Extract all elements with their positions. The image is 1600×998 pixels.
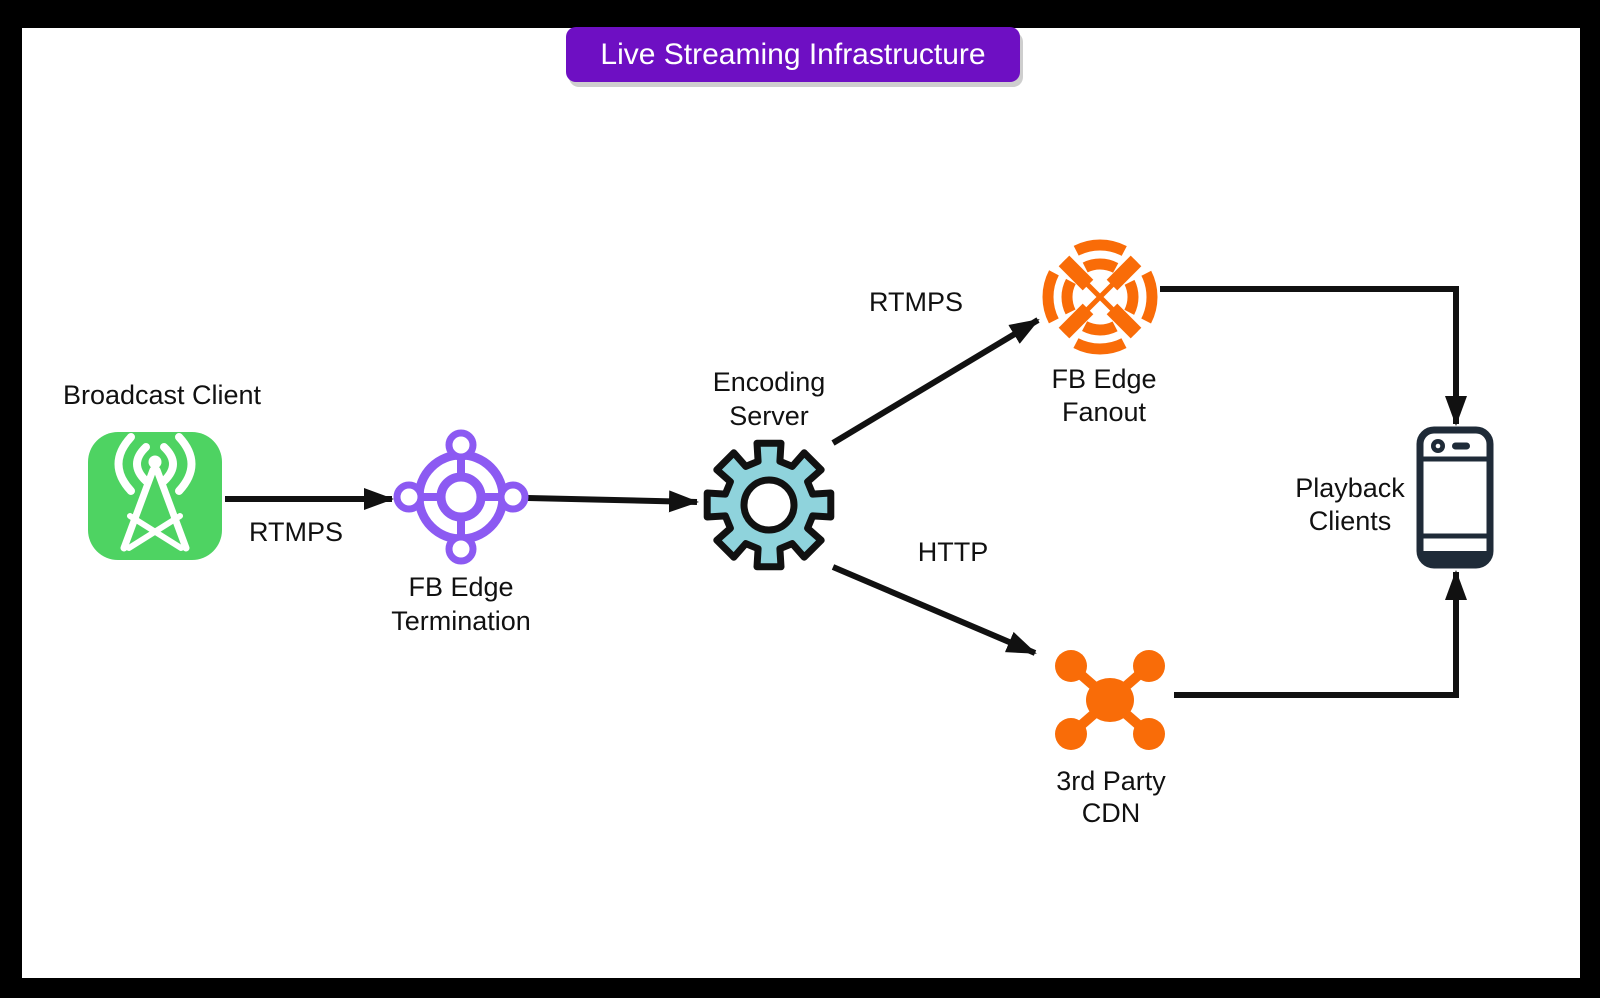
node-third-party-cdn: 3rd Party CDN [1055,650,1166,828]
cdn-center-node [1086,678,1134,722]
playback-label-line2: Clients [1309,506,1392,536]
edge-cdn-to-playback [1174,570,1467,698]
cdn-label-line1: 3rd Party [1056,766,1166,796]
network-nodes-icon [1055,650,1165,750]
gear-icon [703,439,835,571]
edge-label-rtmps-1: RTMPS [249,517,343,547]
phone-bottom-bar [1421,551,1489,565]
encoder-label-line1: Encoding [713,367,826,397]
encoder-label-line2: Server [729,401,809,431]
edges: RTMPS RTMPS HTTP [225,286,1467,698]
termination-label-line2: Termination [391,606,531,636]
cdn-label-line2: CDN [1082,798,1141,828]
phone-speaker-slot [1452,442,1470,450]
title-banner-background [566,27,1020,82]
edge-encoder-to-cdn [831,564,1037,656]
node-encoding-server: Encoding Server [703,367,835,571]
phone-body [1416,426,1494,569]
radio-waves [114,433,196,495]
network-hub-icon [393,429,529,565]
broadcast-client-label: Broadcast Client [63,380,262,410]
phone-camera-lens [1435,443,1441,449]
edge-encoder-to-fanout [831,317,1040,446]
playback-label-line1: Playback [1295,473,1405,503]
smartphone-icon [1416,426,1494,569]
hub-center-ring [436,472,486,522]
edge-fanout-to-playback [1160,286,1467,426]
fanout-blades [1058,255,1142,339]
node-fb-edge-termination: FB Edge Termination [391,429,531,636]
broadcast-tower-icon [88,432,222,560]
node-playback-clients: Playback Clients [1295,426,1494,569]
title-banner: Live Streaming Infrastructure [566,27,1023,87]
node-fb-edge-fanout: FB Edge Fanout [1042,239,1158,427]
edge-termination-to-encoder [527,490,699,513]
termination-label-line1: FB Edge [408,572,513,602]
fanout-label-line2: Fanout [1062,397,1147,427]
node-broadcast-client: Broadcast Client [63,380,262,560]
broadcast-icon-background [88,432,222,560]
fanout-label-line1: FB Edge [1051,364,1156,394]
edge-label-rtmps-2: RTMPS [869,287,963,317]
antenna-tower [120,455,190,552]
edge-label-http: HTTP [918,537,989,567]
gear-center-hole [740,476,798,534]
fanout-target-icon [1042,239,1158,355]
page-title: Live Streaming Infrastructure [600,38,985,71]
